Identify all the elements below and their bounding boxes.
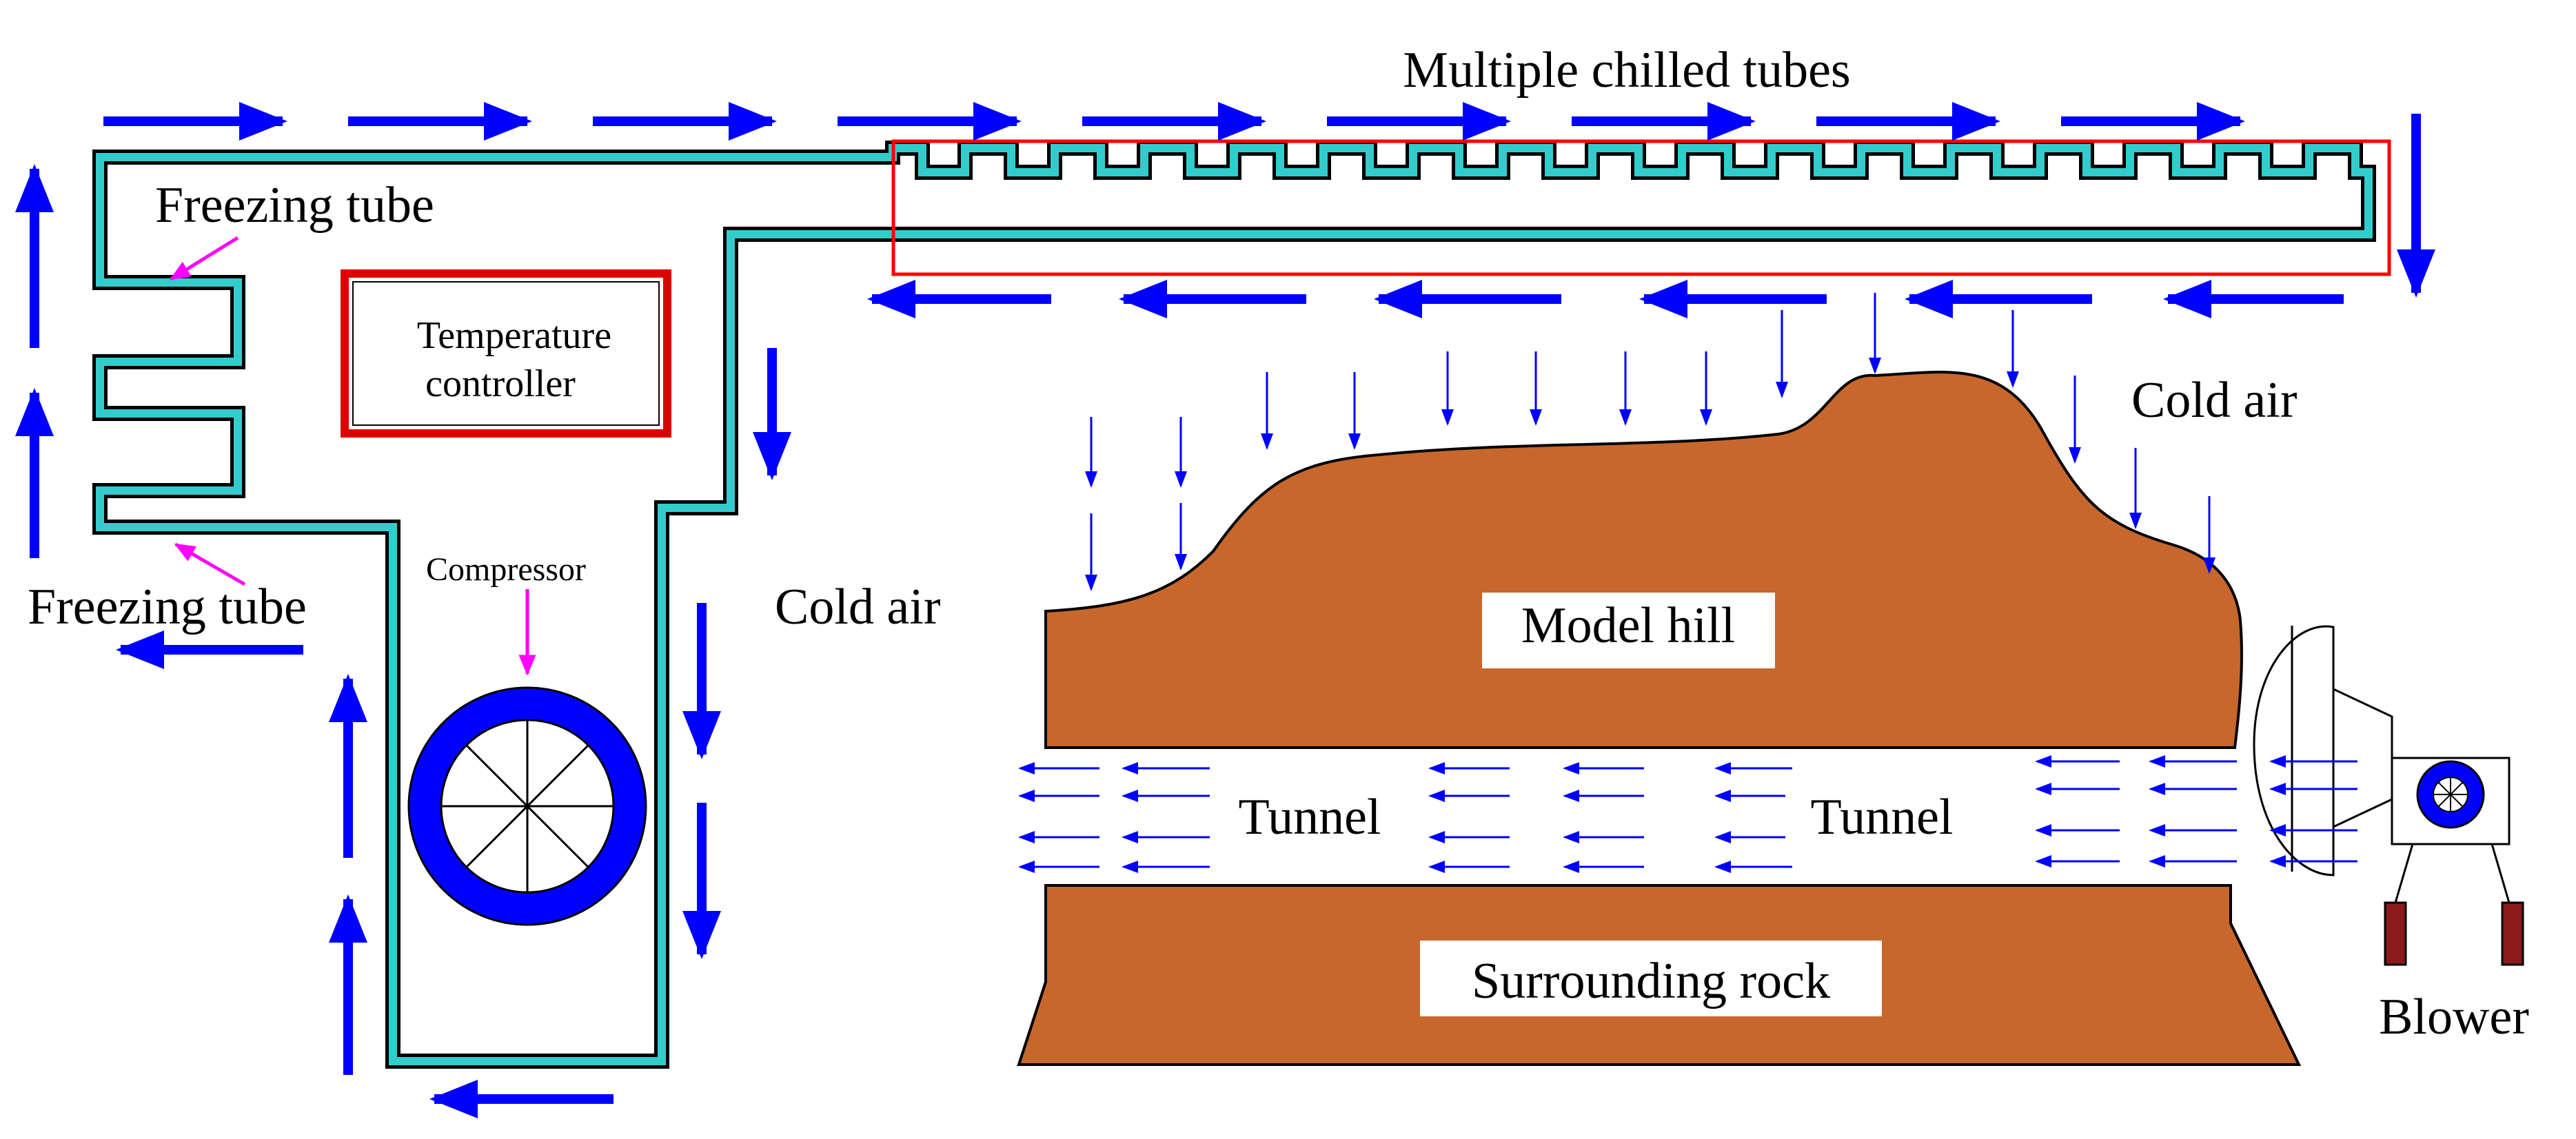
flow-arrows [14, 102, 2435, 1118]
cold-air-label-right: Cold air [2131, 372, 2297, 429]
tunnel-label-right: Tunnel [1810, 789, 1953, 845]
freezing-tube-label-top: Freezing tube [155, 177, 434, 234]
pointer-arrow-freezing-top [169, 236, 239, 281]
cold-air-label-left: Cold air [775, 579, 940, 635]
blower-label: Blower [2379, 989, 2529, 1045]
surrounding-rock-label: Surrounding rock [1472, 953, 1830, 1009]
freezing-tube-label-bottom: Freezing tube [28, 579, 307, 635]
pointer-arrow-freezing-bottom [174, 542, 246, 586]
cold-air-arrows [1085, 293, 2215, 591]
temperature-controller-label-line2: controller [425, 362, 576, 405]
temperature-controller: Temperature controller [341, 269, 671, 438]
pointer-arrows [169, 236, 536, 676]
compressor [407, 686, 647, 926]
tunnel-label-left: Tunnel [1238, 789, 1381, 845]
multiple-chilled-tubes-label: Multiple chilled tubes [1403, 42, 1850, 99]
model-hill-label: Model hill [1521, 597, 1735, 654]
tunnel-airflow-arrows [1018, 755, 2357, 873]
blower [2253, 625, 2524, 966]
refrigerant-tube-loop [92, 141, 2376, 1069]
chilled-tubes-frame [891, 139, 2391, 276]
temperature-controller-label-line1: Temperature [417, 314, 611, 357]
compressor-label: Compressor [426, 551, 586, 588]
model-hill [1044, 371, 2243, 749]
